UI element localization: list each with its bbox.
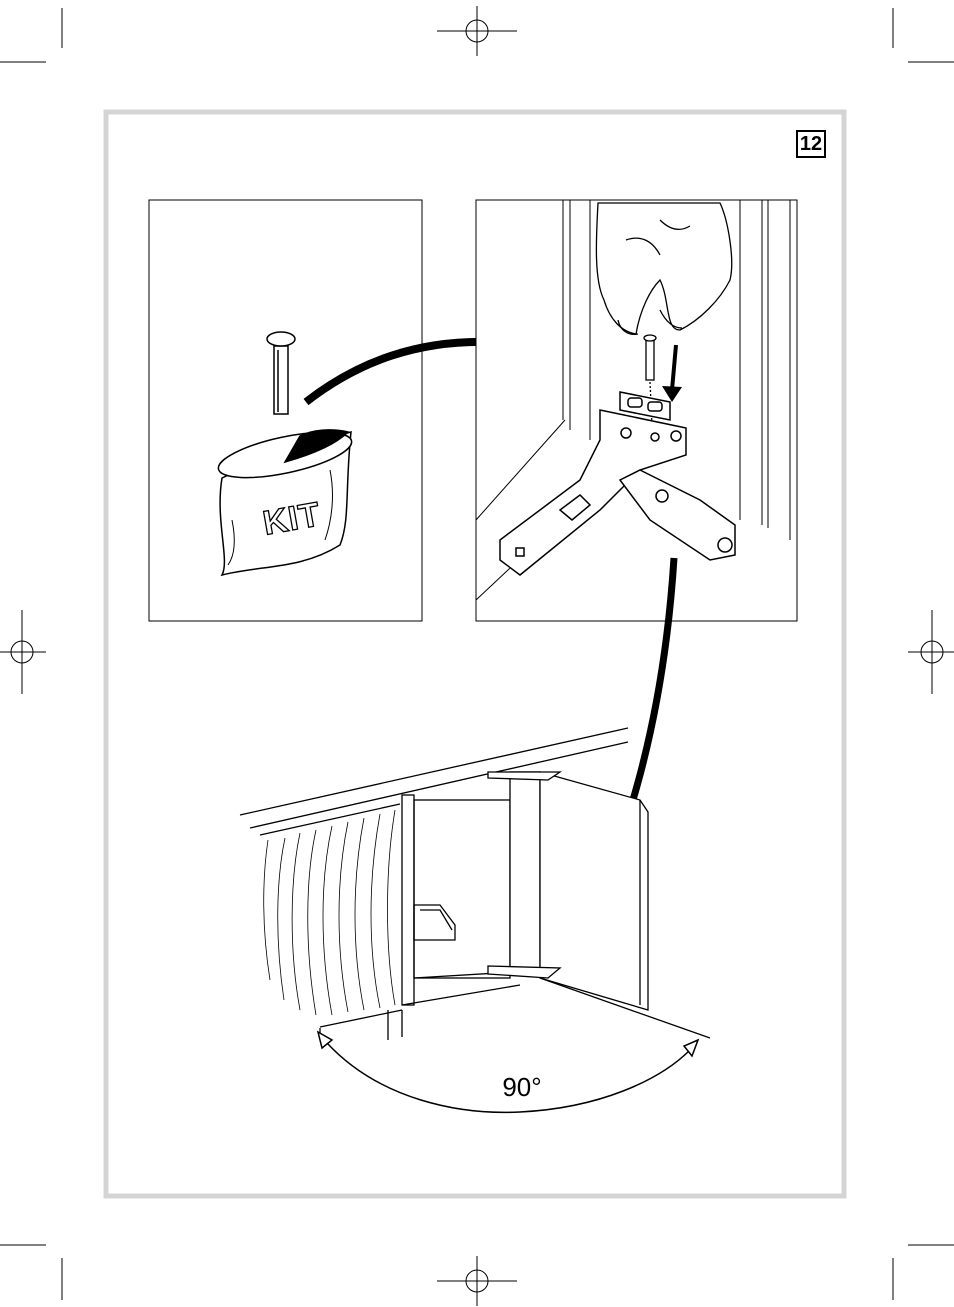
registration-crosshair-icon <box>437 1256 517 1306</box>
registration-crosshair-icon <box>437 6 517 56</box>
wall-hatching <box>264 810 395 1015</box>
registration-crosshair-icon <box>0 610 46 694</box>
registration-crosshair-icon <box>908 610 954 694</box>
step-number-badge: 12 <box>796 130 826 158</box>
angle-label: 90° <box>482 1072 562 1103</box>
